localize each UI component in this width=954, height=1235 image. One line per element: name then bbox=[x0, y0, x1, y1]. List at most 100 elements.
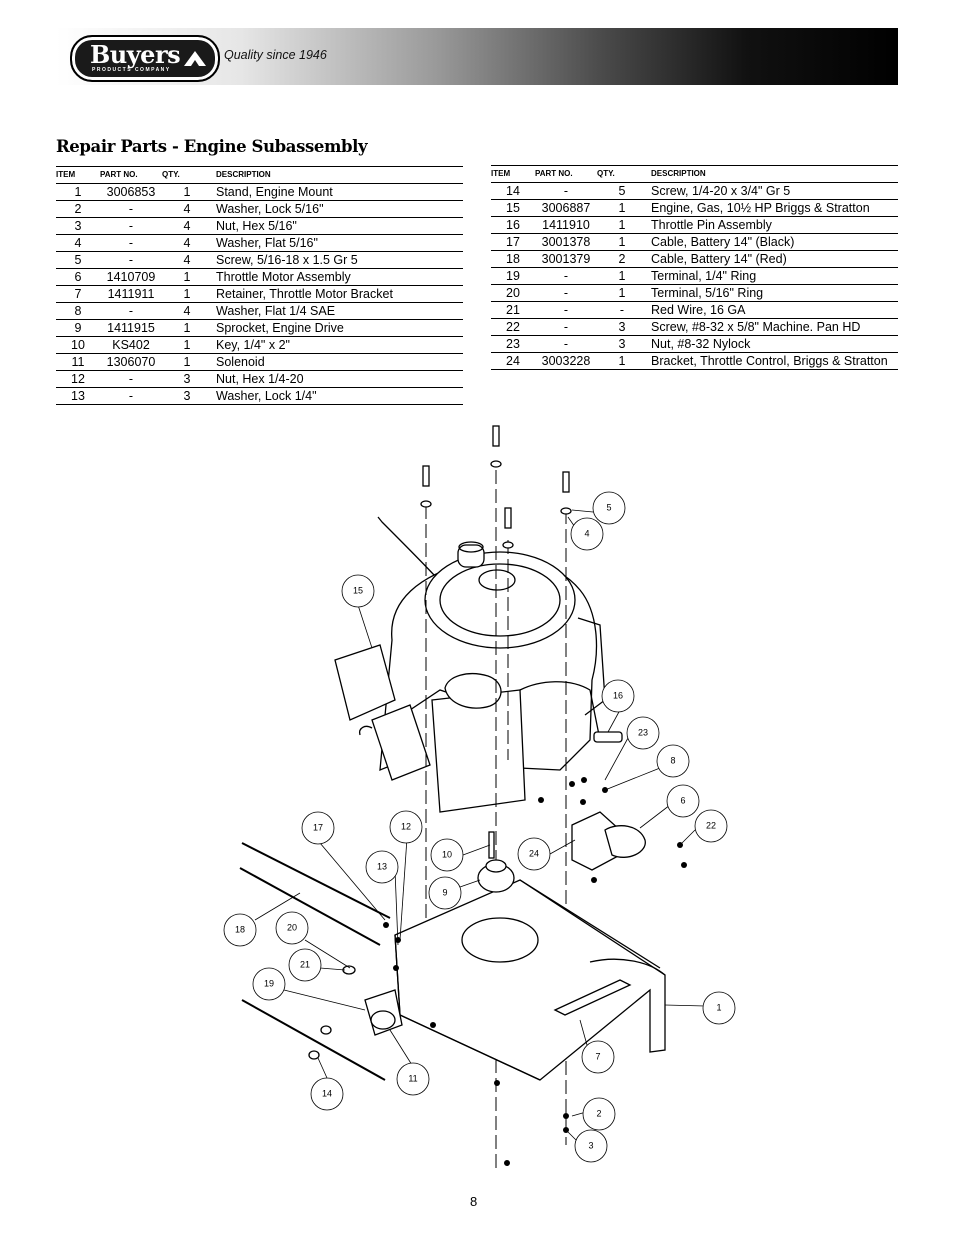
cell-description: Solenoid bbox=[212, 353, 463, 371]
terminals bbox=[308, 965, 356, 1060]
cell-description: Terminal, 5/16" Ring bbox=[647, 284, 898, 302]
callout-23: 23 bbox=[638, 727, 648, 737]
cell-qty: 4 bbox=[162, 217, 212, 235]
cell-qty: 1 bbox=[162, 353, 212, 371]
cell-part-no: - bbox=[100, 200, 162, 218]
cell-item: 19 bbox=[491, 267, 535, 285]
cell-item: 16 bbox=[491, 216, 535, 234]
cell-description: Stand, Engine Mount bbox=[212, 183, 463, 201]
cell-item: 23 bbox=[491, 335, 535, 353]
cell-part-no: 1411910 bbox=[535, 216, 597, 234]
cell-part-no: - bbox=[100, 387, 162, 405]
callout-3: 3 bbox=[588, 1140, 593, 1150]
callout-24: 24 bbox=[529, 848, 539, 858]
cell-part-no: KS402 bbox=[100, 336, 162, 354]
cell-description: Throttle Motor Assembly bbox=[212, 268, 463, 286]
callout-6: 6 bbox=[680, 795, 685, 805]
callout-1: 1 bbox=[716, 1002, 721, 1012]
callout-22: 22 bbox=[706, 820, 716, 830]
cell-part-no: 3001378 bbox=[535, 233, 597, 251]
cell-item: 5 bbox=[56, 251, 100, 269]
cell-description: Terminal, 1/4" Ring bbox=[647, 267, 898, 285]
cell-part-no: - bbox=[535, 335, 597, 353]
leader-lines bbox=[254, 509, 706, 1143]
engine-mount-stand bbox=[394, 879, 666, 1081]
cell-part-no: - bbox=[100, 251, 162, 269]
page-number: 8 bbox=[470, 1194, 478, 1209]
header-description: DESCRIPTION bbox=[212, 166, 463, 184]
cell-description: Cable, Battery 14" (Red) bbox=[647, 250, 898, 268]
cell-part-no: 3006887 bbox=[535, 199, 597, 217]
cell-description: Throttle Pin Assembly bbox=[647, 216, 898, 234]
callout-13: 13 bbox=[377, 861, 387, 871]
callout-labels: 15 5 4 16 23 8 6 22 24 1 7 2 3 10 9 12 1… bbox=[235, 502, 722, 1150]
cell-part-no: - bbox=[100, 217, 162, 235]
callout-4: 4 bbox=[584, 528, 589, 538]
cell-item: 17 bbox=[491, 233, 535, 251]
callout-11: 11 bbox=[408, 1073, 417, 1083]
section-title: Repair Parts - Engine Subassembly bbox=[56, 137, 368, 156]
buyers-logo: Buyers PRODUCTS COMPANY bbox=[70, 35, 220, 82]
cell-qty: 1 bbox=[597, 267, 647, 285]
logo-triangle-icon bbox=[184, 51, 206, 66]
cell-qty: 4 bbox=[162, 251, 212, 269]
table-header-row: ITEM PART NO. QTY. DESCRIPTION bbox=[56, 166, 463, 184]
cell-qty: 3 bbox=[162, 387, 212, 405]
cell-qty: 3 bbox=[597, 335, 647, 353]
cell-part-no: - bbox=[535, 284, 597, 302]
cell-item: 11 bbox=[56, 353, 100, 371]
cell-qty: 5 bbox=[597, 182, 647, 200]
cell-item: 13 bbox=[56, 387, 100, 405]
table-header-row: ITEM PART NO. QTY. DESCRIPTION bbox=[491, 165, 898, 183]
table-row: 21--Red Wire, 16 GA bbox=[491, 301, 898, 319]
callout-12: 12 bbox=[401, 821, 411, 831]
cell-item: 22 bbox=[491, 318, 535, 336]
callout-2: 2 bbox=[596, 1108, 601, 1118]
cell-part-no: - bbox=[535, 182, 597, 200]
callout-21: 21 bbox=[300, 959, 310, 969]
callout-17: 17 bbox=[313, 822, 323, 832]
solenoid bbox=[364, 989, 403, 1036]
cell-item: 8 bbox=[56, 302, 100, 320]
cell-description: Washer, Flat 1/4 SAE bbox=[212, 302, 463, 320]
header-qty: QTY. bbox=[162, 166, 212, 184]
cell-qty: 1 bbox=[597, 216, 647, 234]
cell-description: Washer, Lock 1/4" bbox=[212, 387, 463, 405]
cell-part-no: - bbox=[100, 370, 162, 388]
callout-19: 19 bbox=[264, 978, 274, 988]
callout-5: 5 bbox=[606, 502, 611, 512]
cell-item: 21 bbox=[491, 301, 535, 319]
callout-16: 16 bbox=[613, 690, 623, 700]
cell-item: 14 bbox=[491, 182, 535, 200]
cell-description: Washer, Flat 5/16" bbox=[212, 234, 463, 252]
logo-wordmark: Buyers bbox=[90, 40, 181, 69]
cell-part-no: - bbox=[100, 234, 162, 252]
callout-8: 8 bbox=[670, 755, 675, 765]
cell-item: 9 bbox=[56, 319, 100, 337]
header-description: DESCRIPTION bbox=[647, 165, 898, 183]
cell-qty: 1 bbox=[597, 233, 647, 251]
throttle-bracket bbox=[571, 731, 646, 871]
cell-qty: 1 bbox=[597, 199, 647, 217]
cell-qty: 3 bbox=[162, 370, 212, 388]
cell-item: 24 bbox=[491, 352, 535, 370]
cell-part-no: 1306070 bbox=[100, 353, 162, 371]
tagline: Quality since 1946 bbox=[224, 48, 327, 62]
cell-description: Sprocket, Engine Drive bbox=[212, 319, 463, 337]
cell-item: 15 bbox=[491, 199, 535, 217]
header-part-no: PART NO. bbox=[535, 165, 597, 183]
